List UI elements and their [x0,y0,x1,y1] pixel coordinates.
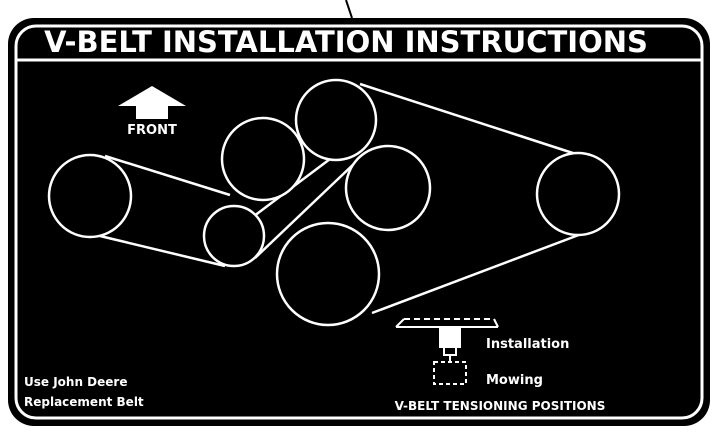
front-label: FRONT [127,123,177,138]
pulley-top [294,78,378,162]
pulley-idler-small [202,204,266,268]
belt-segment [371,231,585,315]
legend-installation: Installation [486,337,569,352]
pulley-upper-middle [220,116,306,202]
belt-routing [99,82,585,315]
decal-title: V-BELT INSTALLATION INSTRUCTIONS [44,25,648,59]
belt-segment [99,234,226,268]
decal-panel [8,18,710,426]
pulleys [47,78,621,327]
tensioning-caption: V-BELT TENSIONING POSITIONS [395,399,606,413]
belt-segment [254,159,359,259]
tensioning-bracket-icon [395,318,499,385]
pulley-large-lower [275,221,381,327]
belt-segment [104,154,231,197]
pulley-left [47,153,133,239]
callout-leader-line [345,0,353,19]
belt-note-line1: Use John Deere [24,375,127,389]
decal-inner-border [14,24,704,420]
belt-note-line2: Replacement Belt [24,395,144,409]
legend-mowing: Mowing [486,373,543,388]
pulley-tensioner [344,144,432,232]
front-arrow-icon [118,86,186,119]
belt-segment [359,82,583,158]
pulley-right [535,151,621,237]
